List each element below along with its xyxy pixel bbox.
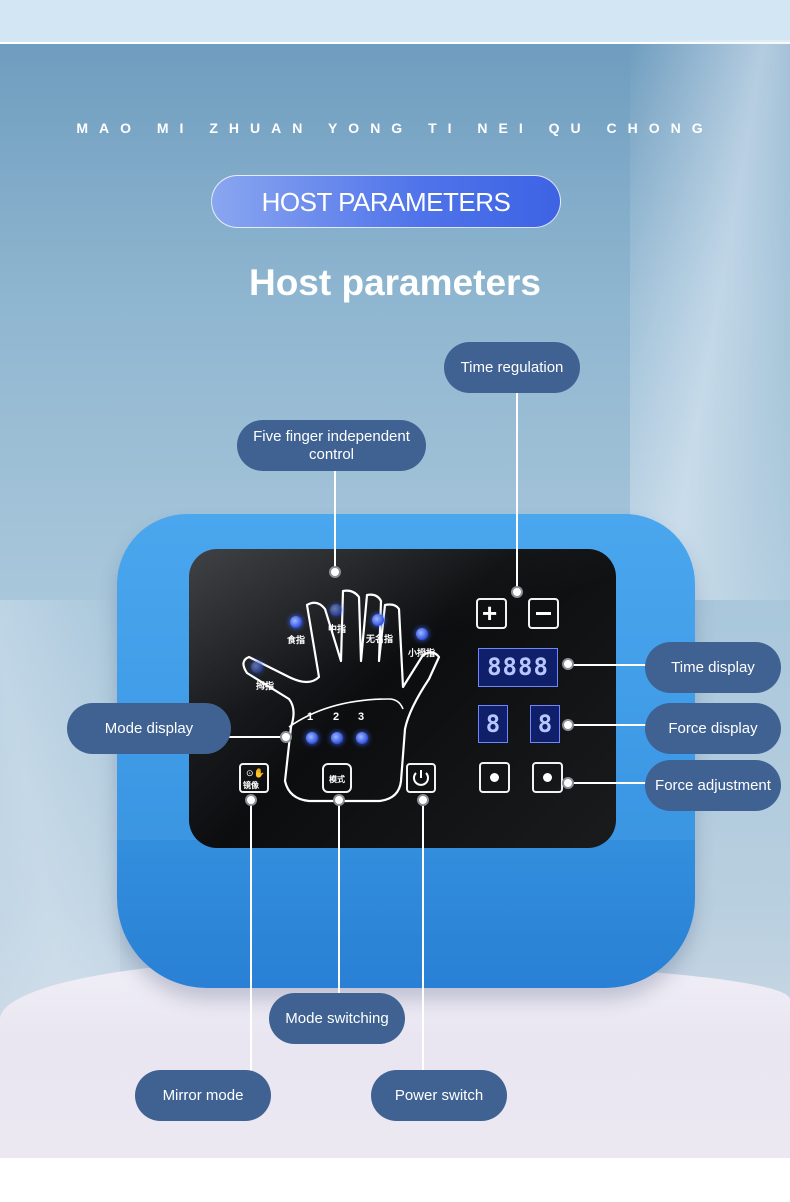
finger-label-middle: 中指 xyxy=(328,624,347,634)
mode-number-2: 2 xyxy=(333,711,340,723)
page-heading: Host parameters xyxy=(248,262,541,303)
dot-force-display xyxy=(562,719,574,731)
button-dot-icon xyxy=(490,773,499,782)
little-finger-led xyxy=(416,628,428,640)
curtain-decoration-left xyxy=(0,600,120,1020)
connector-power-switch xyxy=(422,800,424,1072)
callout-force-adjustment-text: Force adjustment xyxy=(655,776,771,794)
ring-finger-led xyxy=(372,614,384,626)
time-display-digits: 8888 xyxy=(478,648,558,687)
callout-mirror-mode-text: Mirror mode xyxy=(162,1086,244,1104)
callout-five-finger: Five finger independent control xyxy=(237,420,426,471)
mode-number-1: 1 xyxy=(307,711,314,723)
callout-five-finger-text: Five finger independent control xyxy=(253,427,410,463)
callout-time-regulation-text: Time regulation xyxy=(460,358,564,376)
callout-time-display-text: Time display xyxy=(671,658,755,676)
finger-label-ring: 无名指 xyxy=(366,634,394,644)
mirror-button-label: 镜像 xyxy=(243,781,259,790)
callout-power-switch: Power switch xyxy=(371,1070,507,1121)
finger-label-thumb: 拇指 xyxy=(256,681,275,691)
mode-led-1 xyxy=(306,732,318,744)
finger-label-little: 小拇指 xyxy=(408,648,436,658)
force-display-right: 8 xyxy=(530,705,560,743)
dot-mode-display xyxy=(280,731,292,743)
device-front-shade xyxy=(117,840,695,988)
dot-mode-switching xyxy=(333,794,345,806)
connector-force-display xyxy=(568,724,648,726)
mirror-icon: ⊙✋ xyxy=(246,768,265,778)
callout-time-regulation: Time regulation xyxy=(444,342,580,393)
section-pill-title: HOST PARAMETERS xyxy=(211,175,561,228)
dot-five-finger xyxy=(329,566,341,578)
callout-mode-display-text: Mode display xyxy=(104,719,194,737)
tagline: MAO MI ZHUAN YONG TI NEI QU CHONG xyxy=(76,120,714,136)
bottom-band xyxy=(0,1158,790,1202)
time-minus-button[interactable] xyxy=(528,598,559,629)
hand-outline-icon xyxy=(242,589,441,803)
dot-force-adjustment xyxy=(562,777,574,789)
dot-time-display xyxy=(562,658,574,670)
dot-power-switch xyxy=(417,794,429,806)
top-band xyxy=(0,0,790,42)
connector-time-regulation xyxy=(516,392,518,592)
power-icon xyxy=(413,770,429,786)
mirror-mode-button[interactable]: 镜像 ⊙✋ xyxy=(239,763,269,793)
finger-label-index: 食指 xyxy=(287,635,306,645)
callout-mirror-mode: Mirror mode xyxy=(135,1070,271,1121)
callout-mode-display: Mode display xyxy=(67,703,231,754)
dot-mirror-mode xyxy=(245,794,257,806)
connector-mirror-mode xyxy=(250,800,252,1072)
top-divider xyxy=(0,42,790,44)
mode-number-3: 3 xyxy=(358,711,365,723)
index-finger-led xyxy=(290,616,302,628)
callout-mode-switching: Mode switching xyxy=(269,993,405,1044)
mode-led-3 xyxy=(356,732,368,744)
curtain-decoration xyxy=(630,40,790,600)
time-plus-button[interactable]: + xyxy=(476,598,507,629)
connector-force-adjustment xyxy=(568,782,648,784)
callout-time-display: Time display xyxy=(645,642,781,693)
power-button[interactable] xyxy=(406,763,436,793)
force-adjust-left-button[interactable] xyxy=(479,762,510,793)
mode-button-label: 模式 xyxy=(329,775,345,784)
callout-force-display: Force display xyxy=(645,703,781,754)
thumb-led xyxy=(251,661,263,673)
plus-icon: + xyxy=(482,598,498,628)
callout-force-display-text: Force display xyxy=(668,719,758,737)
middle-finger-led xyxy=(330,604,342,616)
mode-switch-button[interactable]: 模式 xyxy=(322,763,352,793)
connector-time-display xyxy=(568,664,648,666)
connector-mode-switching xyxy=(338,800,340,994)
pedestal xyxy=(0,960,790,1158)
connector-mode-display xyxy=(228,736,286,738)
force-adjust-right-button[interactable] xyxy=(532,762,563,793)
button-dot-icon xyxy=(543,773,552,782)
callout-mode-switching-text: Mode switching xyxy=(285,1009,389,1027)
force-display-left: 8 xyxy=(478,705,508,743)
callout-force-adjustment: Force adjustment xyxy=(645,760,781,811)
dot-time-regulation xyxy=(511,586,523,598)
callout-power-switch-text: Power switch xyxy=(394,1086,484,1104)
mode-led-2 xyxy=(331,732,343,744)
connector-five-finger xyxy=(334,470,336,573)
minus-icon xyxy=(536,612,551,615)
